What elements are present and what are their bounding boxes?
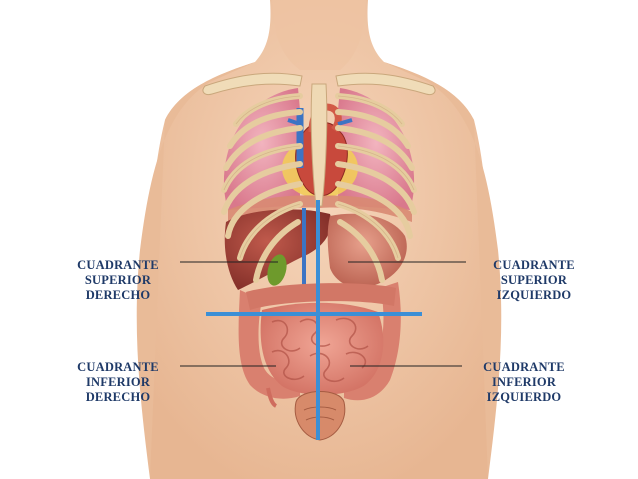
label-line: SUPERIOR	[84, 273, 152, 287]
diaphragm	[228, 195, 412, 222]
label-cuadrante-inferior-derecho: CUADRANTE INFERIOR DERECHO	[72, 360, 164, 405]
label-cuadrante-inferior-izquierdo: CUADRANTE INFERIOR IZQUIERDO	[474, 360, 574, 405]
sternum	[310, 83, 328, 207]
right-lung	[223, 88, 300, 210]
label-line: IZQUIERDO	[496, 288, 572, 302]
label-line: CUADRANTE	[77, 258, 159, 272]
label-line: SUPERIOR	[500, 273, 568, 287]
right-clavicle	[335, 72, 436, 95]
transverse-colon	[246, 283, 396, 310]
large-intestine-left	[344, 282, 401, 401]
pulmonary-veins	[287, 118, 353, 126]
large-intestine	[238, 290, 300, 399]
neck-shading	[272, 0, 366, 70]
label-line: CUADRANTE	[493, 258, 575, 272]
left-clavicle	[202, 72, 303, 95]
label-line: CUADRANTE	[77, 360, 159, 374]
label-line: DERECHO	[85, 288, 151, 302]
label-line: CUADRANTE	[483, 360, 565, 374]
label-cuadrante-superior-derecho: CUADRANTE SUPERIOR DERECHO	[72, 258, 164, 303]
label-line: DERECHO	[85, 390, 151, 404]
left-lung	[338, 88, 415, 210]
label-line: INFERIOR	[491, 375, 557, 389]
appendix	[266, 387, 278, 408]
rib-outlines	[223, 95, 415, 259]
label-line: IZQUIERDO	[486, 390, 562, 404]
label-line: INFERIOR	[85, 375, 151, 389]
small-intestine	[260, 302, 384, 395]
intestinal-loops	[271, 317, 369, 383]
label-cuadrante-superior-izquierdo: CUADRANTE SUPERIOR IZQUIERDO	[484, 258, 584, 303]
